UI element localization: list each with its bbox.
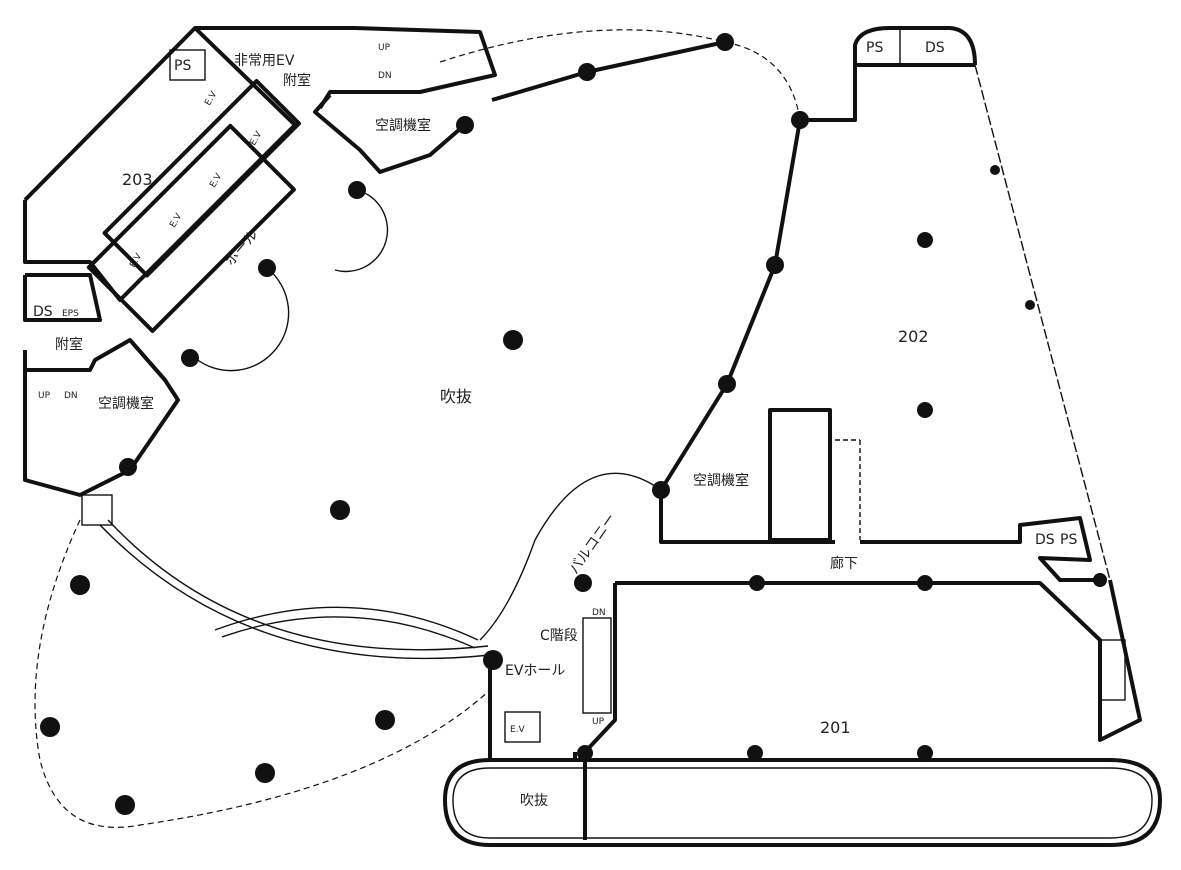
eps-left-label: EPS: [62, 309, 79, 319]
ev-label-1: E.V: [203, 89, 219, 107]
ps-203-label: PS: [174, 58, 191, 74]
stair-top-up: UP: [378, 43, 391, 53]
atrium-label: 吹抜: [440, 387, 472, 406]
ps-top-label: PS: [866, 40, 883, 56]
ac-room-left-label: 空調機室: [98, 395, 154, 412]
room-202-label: 202: [898, 327, 929, 346]
west-wing-walls: [23, 26, 497, 526]
balcony-outline: [34, 519, 491, 828]
balcony-label: バルコニー: [566, 511, 619, 577]
emergency-ev-label: 非常用EV: [234, 53, 295, 69]
hall-label: ホール: [222, 227, 261, 269]
ev-label-5: E.V: [128, 251, 144, 269]
ev-label-3: E.V: [208, 171, 224, 189]
ev-label-4: E.V: [168, 211, 184, 229]
ds-right-label: DS: [1035, 532, 1055, 548]
elevator-bank: [102, 79, 301, 278]
room-203-label: 203: [122, 170, 153, 189]
ev-label-2: E.V: [248, 129, 264, 147]
ev-small-label: E.V: [510, 725, 526, 735]
room-202-walls: [768, 26, 1111, 582]
vestibule-top-label: 附室: [283, 72, 311, 89]
stair-top-dn: DN: [378, 71, 392, 81]
ac-room-top-label: 空調機室: [375, 117, 431, 134]
stair-c-up: UP: [592, 717, 605, 727]
ac-room-center-label: 空調機室: [693, 472, 749, 489]
stair-left-dn: DN: [64, 391, 78, 401]
ps-right-label: PS: [1060, 532, 1077, 548]
vestibule-left-label: 附室: [55, 336, 83, 353]
stair-c-dn: DN: [592, 608, 606, 618]
ds-top-label: DS: [925, 40, 945, 56]
room-201-walls: [443, 579, 1162, 847]
columns: [40, 33, 1107, 815]
c-stair-label: C階段: [540, 628, 578, 644]
atrium-bottom-label: 吹抜: [520, 793, 548, 809]
ev-hall-label: EVホール: [505, 663, 565, 679]
room-201-label: 201: [820, 718, 851, 737]
ds-left-label: DS: [33, 304, 53, 320]
stair-left-up: UP: [38, 391, 51, 401]
corridor-label: 廊下: [830, 555, 858, 572]
